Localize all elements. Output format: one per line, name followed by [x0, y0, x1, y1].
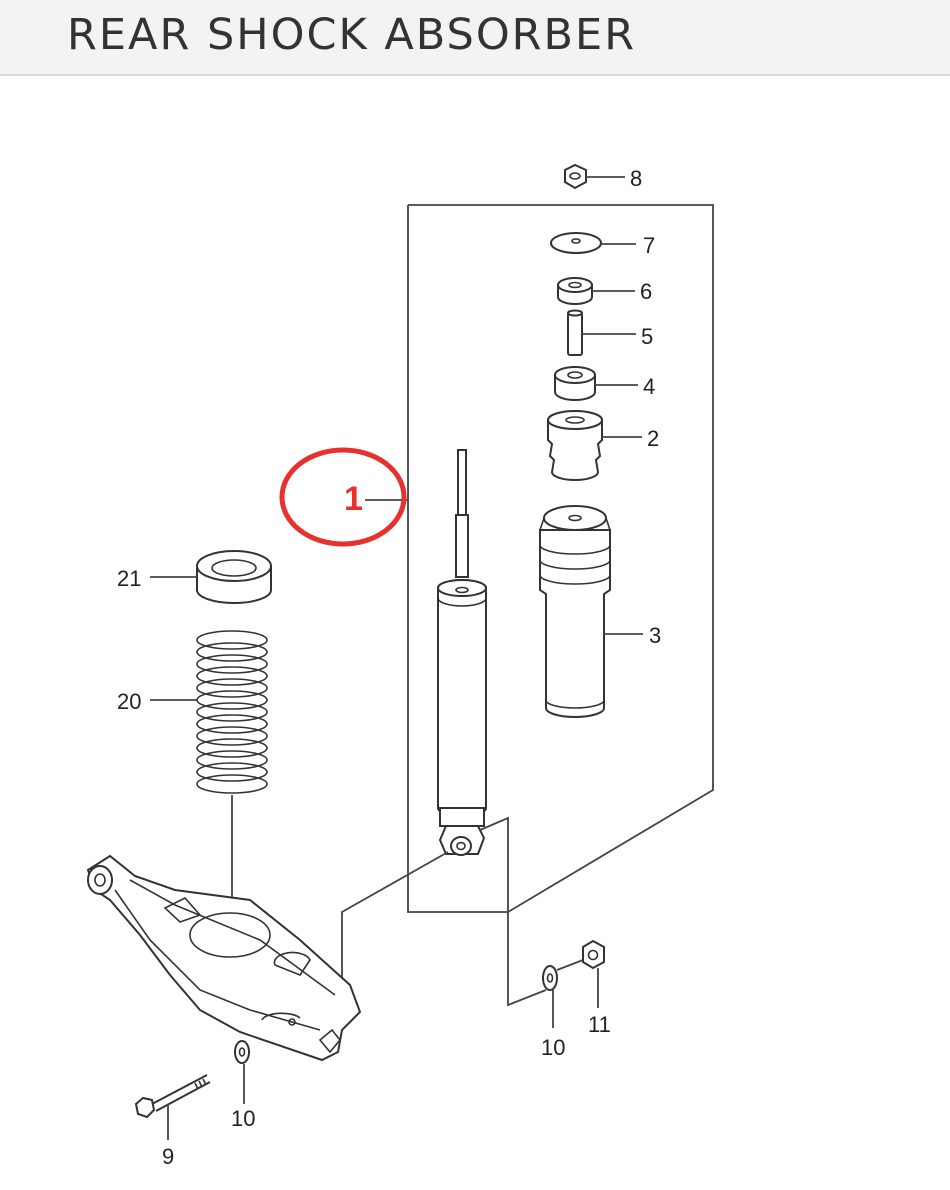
- washer-icon[interactable]: [234, 1040, 250, 1104]
- callout-5: 5: [641, 324, 653, 349]
- page-title: REAR SHOCK ABSORBER: [67, 10, 637, 60]
- spring-seat-icon[interactable]: [150, 550, 272, 604]
- callout-9: 9: [162, 1144, 174, 1169]
- callout-3: 3: [649, 623, 661, 648]
- title-bar: REAR SHOCK ABSORBER: [0, 0, 950, 76]
- nut-icon[interactable]: [582, 939, 605, 1008]
- highlight-marker: [279, 447, 407, 547]
- washer-top-icon[interactable]: [550, 232, 636, 254]
- assembly-frame: [407, 204, 714, 913]
- bump-stop-icon[interactable]: [547, 410, 642, 481]
- callout-4: 4: [643, 374, 655, 399]
- washer-icon[interactable]: [542, 959, 584, 1028]
- bushing-lower-icon[interactable]: [554, 366, 638, 401]
- control-arm-icon[interactable]: [86, 854, 362, 1062]
- sleeve-icon[interactable]: [567, 309, 636, 356]
- nut-top-icon[interactable]: [564, 163, 625, 190]
- bushing-upper-icon[interactable]: [557, 277, 635, 305]
- bolt-icon[interactable]: [134, 1074, 211, 1140]
- callout-20: 20: [117, 689, 141, 714]
- callout-1: 1: [344, 480, 363, 518]
- callout-6: 6: [640, 279, 652, 304]
- dust-boot-icon[interactable]: [539, 505, 643, 718]
- callout-2: 2: [647, 426, 659, 451]
- callout-10-left: 10: [231, 1106, 255, 1131]
- callout-7: 7: [643, 233, 655, 258]
- callout-21: 21: [117, 566, 141, 591]
- callout-8: 8: [630, 166, 642, 191]
- shock-absorber-icon[interactable]: [365, 449, 487, 856]
- callout-11: 11: [588, 1012, 611, 1037]
- callout-10-right: 10: [541, 1035, 565, 1060]
